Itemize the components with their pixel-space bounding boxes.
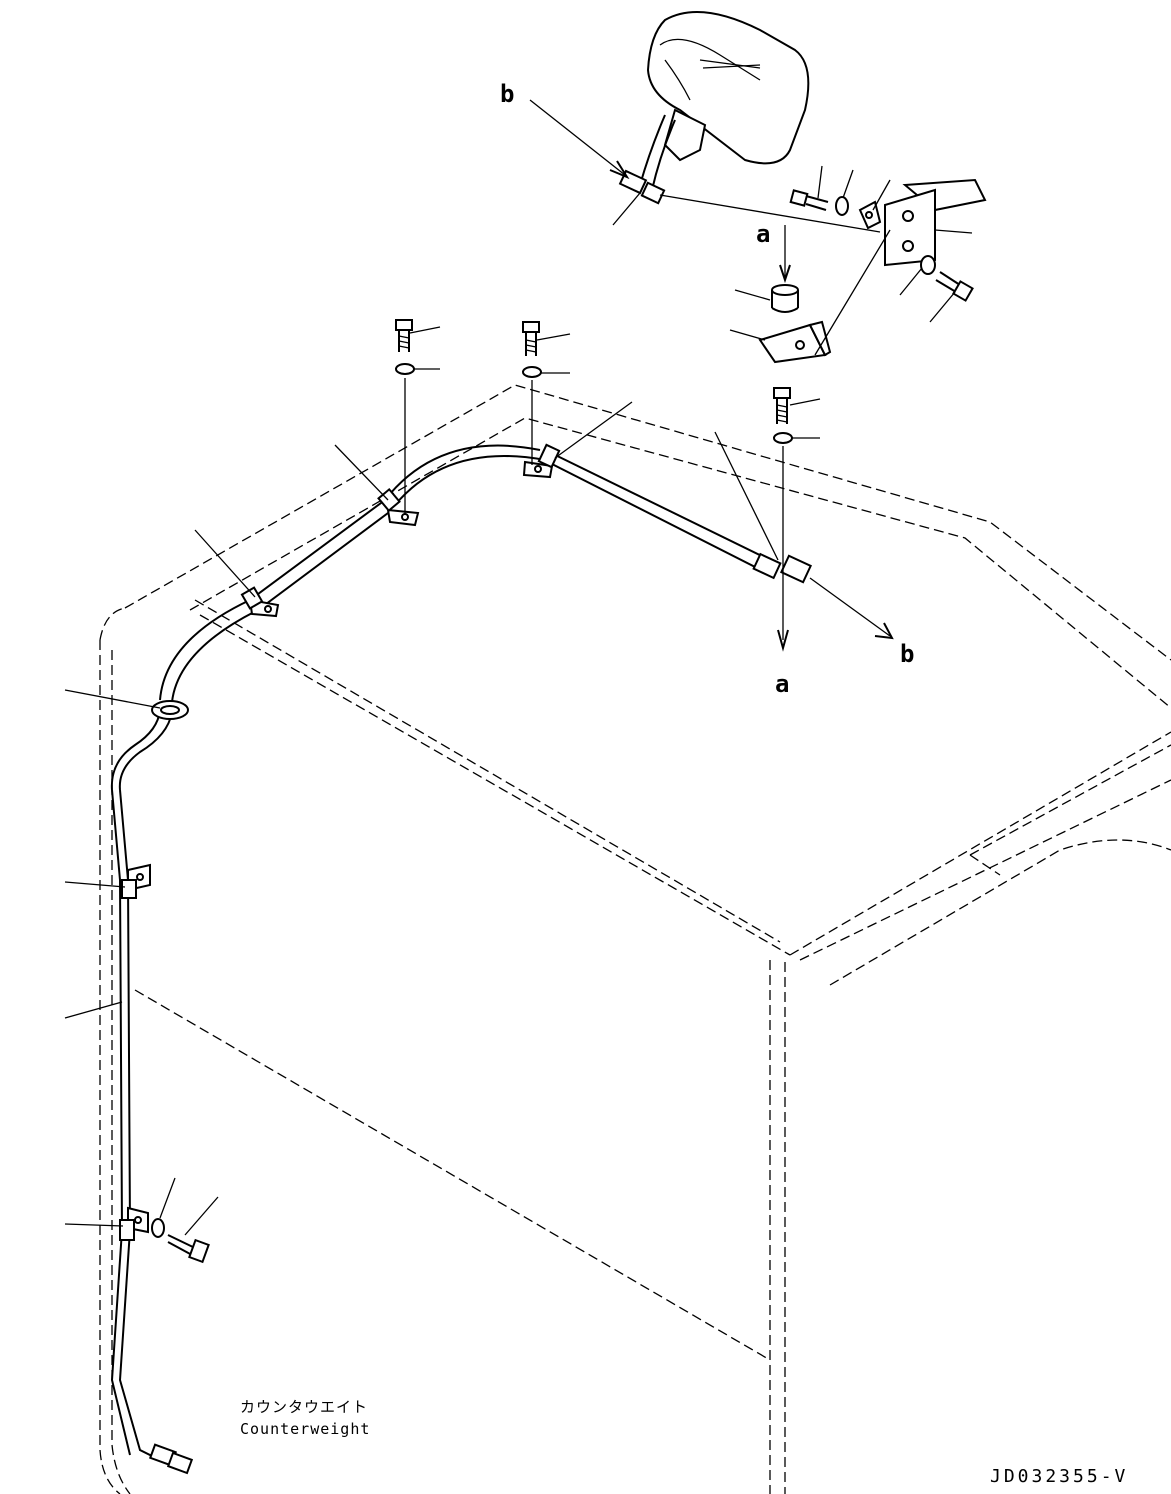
lamp-bolt-1 [789, 189, 882, 230]
clamp-1 [240, 586, 280, 618]
small-bracket [758, 320, 832, 364]
counterweight-outline [99, 384, 1171, 1494]
reference-arrows [529, 99, 894, 640]
right-connector [752, 552, 813, 584]
caption-japanese: カウンタウエイト [240, 1398, 368, 1416]
label-a-bottom: a [775, 670, 789, 698]
caption-english: Counterweight [240, 1420, 370, 1438]
leader-lines [64, 64, 973, 1236]
drawing-code: JD032355-V [990, 1466, 1128, 1487]
lamp-bolt-2 [920, 255, 974, 302]
clamp-3 [522, 443, 561, 479]
bracket-link-line [814, 229, 891, 356]
lamp-bracket [884, 178, 987, 267]
label-a-top: a [756, 220, 770, 248]
work-lamp [618, 11, 810, 205]
label-b-top: b [500, 80, 514, 108]
clamp-4 [121, 863, 151, 899]
bottom-bolt [151, 1218, 210, 1264]
clamp-5 [119, 1206, 149, 1241]
bolt-washer-3 [773, 387, 793, 652]
wiring-harness [110, 444, 771, 1461]
grommet [151, 700, 189, 720]
lamp-cable [659, 194, 881, 233]
clamp-2 [377, 487, 420, 527]
bolt-washer-2 [522, 321, 542, 465]
bottom-connector [148, 1443, 194, 1475]
label-b-bottom: b [900, 640, 914, 668]
spacer [771, 225, 799, 313]
